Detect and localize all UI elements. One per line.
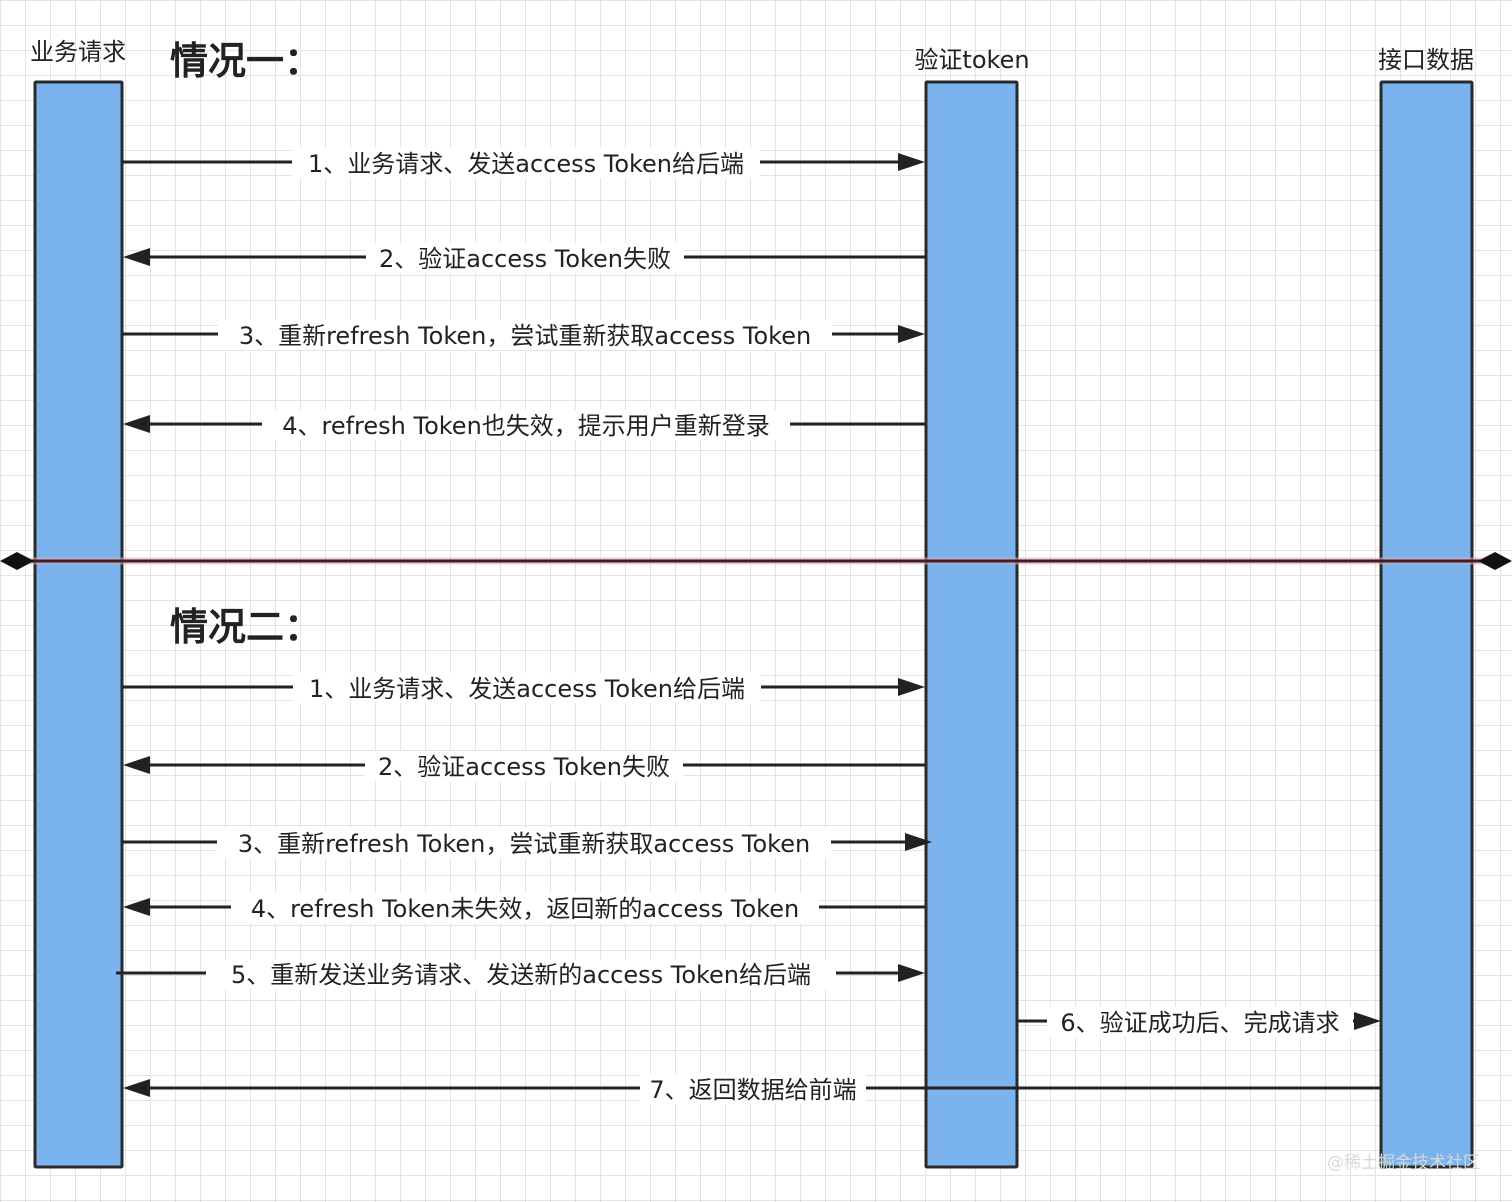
arrowhead-right bbox=[898, 325, 925, 343]
message-case2-2: 2、验证access Token失败 bbox=[123, 751, 925, 781]
lane-bar-api bbox=[1379, 80, 1474, 1169]
watermark: @稀土掘金技术社区 bbox=[1327, 1153, 1480, 1173]
message-label: 4、refresh Token未失效，返回新的access Token bbox=[251, 895, 799, 923]
message-case1-2: 2、验证access Token失败 bbox=[123, 243, 925, 273]
section-title-case-two: 情况二： bbox=[170, 605, 322, 649]
lane-bar-business bbox=[33, 80, 124, 1169]
lane-bar-verify bbox=[924, 80, 1019, 1169]
message-case2-4: 4、refresh Token未失效，返回新的access Token bbox=[123, 893, 925, 923]
message-case2-7: 7、返回数据给前端 bbox=[123, 1074, 1381, 1104]
message-label: 4、refresh Token也失效，提示用户重新登录 bbox=[282, 412, 770, 440]
arrowhead-right bbox=[898, 964, 925, 982]
section-divider bbox=[0, 552, 1512, 570]
message-case2-3: 3、重新refresh Token，尝试重新获取access Token bbox=[123, 828, 932, 858]
section-title-case-one: 情况一： bbox=[170, 39, 322, 83]
arrowhead-right bbox=[1354, 1012, 1381, 1030]
message-label: 3、重新refresh Token，尝试重新获取access Token bbox=[238, 830, 810, 858]
arrowhead-right bbox=[905, 833, 932, 851]
message-case1-3: 3、重新refresh Token，尝试重新获取access Token bbox=[123, 320, 925, 350]
message-label: 2、验证access Token失败 bbox=[379, 245, 671, 273]
message-label: 3、重新refresh Token，尝试重新获取access Token bbox=[239, 322, 811, 350]
arrowhead-left bbox=[123, 1079, 150, 1097]
arrowhead-left bbox=[123, 756, 150, 774]
message-case1-4: 4、refresh Token也失效，提示用户重新登录 bbox=[123, 410, 925, 440]
divider-diamond-left bbox=[0, 552, 34, 570]
arrowhead-left bbox=[123, 898, 150, 916]
message-case2-1: 1、业务请求、发送access Token给后端 bbox=[123, 673, 925, 703]
arrowhead-right bbox=[898, 153, 925, 171]
lane-title-api: 接口数据 bbox=[1378, 46, 1474, 74]
message-label: 5、重新发送业务请求、发送新的access Token给后端 bbox=[231, 961, 811, 989]
message-label: 1、业务请求、发送access Token给后端 bbox=[308, 150, 744, 178]
arrowhead-right bbox=[898, 678, 925, 696]
message-case2-5: 5、重新发送业务请求、发送新的access Token给后端 bbox=[116, 959, 925, 989]
lane-title-verify: 验证token bbox=[914, 46, 1029, 74]
message-label: 6、验证成功后、完成请求 bbox=[1060, 1009, 1339, 1037]
message-label: 1、业务请求、发送access Token给后端 bbox=[309, 675, 745, 703]
message-label: 2、验证access Token失败 bbox=[378, 753, 670, 781]
message-label: 7、返回数据给前端 bbox=[649, 1076, 856, 1104]
divider-diamond-right bbox=[1478, 552, 1512, 570]
message-case1-1: 1、业务请求、发送access Token给后端 bbox=[123, 148, 925, 178]
message-case2-6: 6、验证成功后、完成请求 bbox=[1018, 1007, 1381, 1037]
lane-title-business: 业务请求 bbox=[30, 38, 126, 66]
arrowhead-left bbox=[123, 415, 150, 433]
arrowhead-left bbox=[123, 248, 150, 266]
